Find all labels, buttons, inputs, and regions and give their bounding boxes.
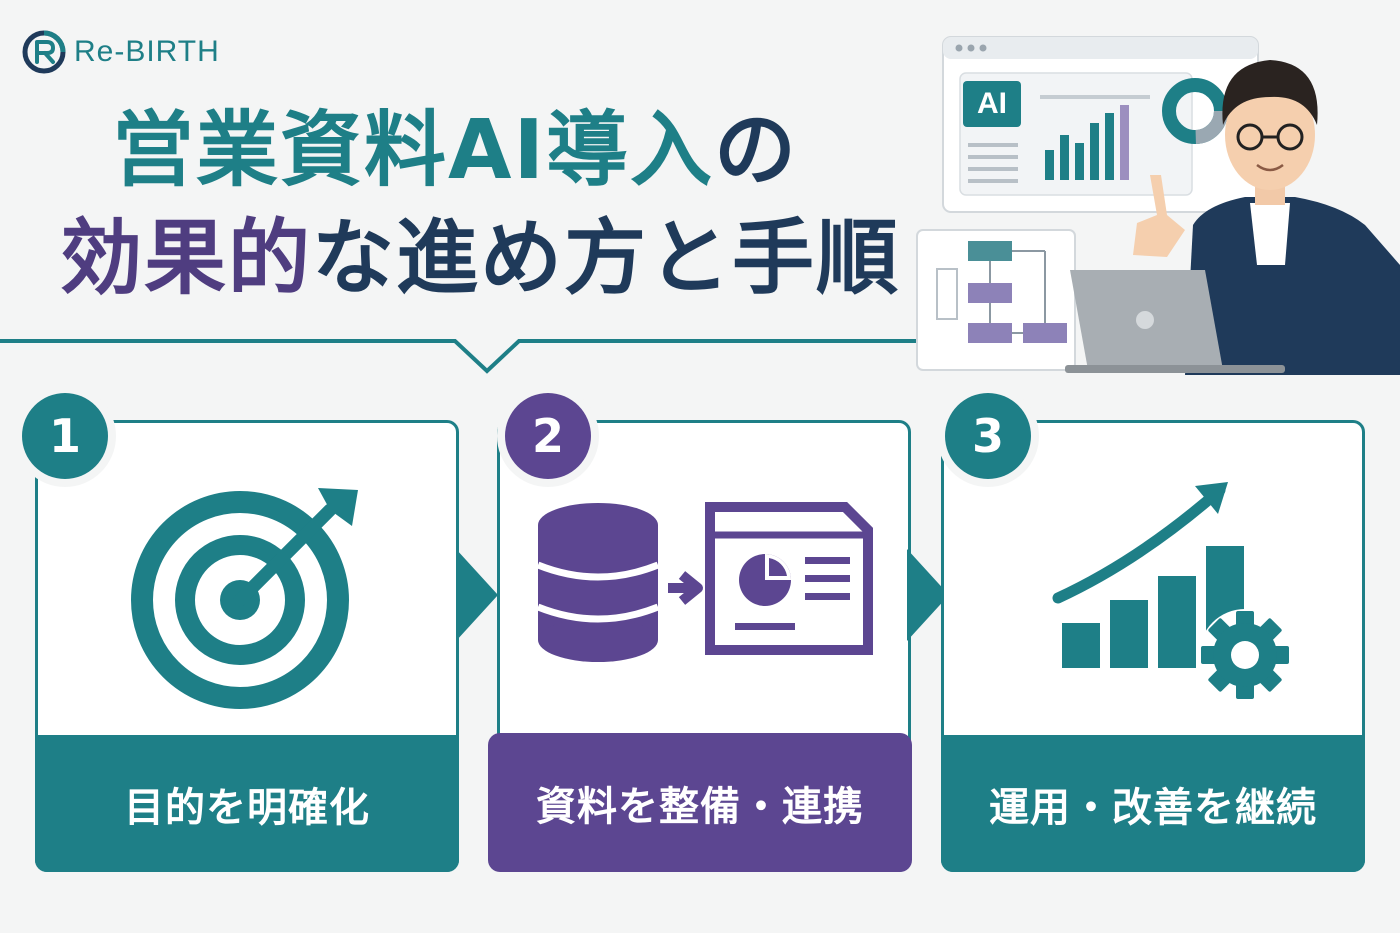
step-label-1: 目的を明確化 bbox=[35, 735, 459, 872]
section-divider bbox=[0, 339, 930, 374]
consultant-illustration bbox=[916, 36, 1400, 375]
step-badge-2: 2 bbox=[505, 393, 591, 479]
page-title-line1: 営業資料AI導入の bbox=[60, 110, 850, 192]
brand-logo: Re-BIRTH bbox=[22, 30, 220, 74]
step-badge-1: 1 bbox=[22, 393, 108, 479]
consultant-person-icon bbox=[1065, 60, 1400, 375]
title-part: の bbox=[713, 103, 798, 198]
growth-chart-gear-icon bbox=[1052, 482, 1291, 701]
step-arrow-icon bbox=[907, 549, 949, 641]
rebirth-logo-icon bbox=[22, 30, 66, 74]
step-label-2: 資料を整備・連携 bbox=[488, 733, 912, 872]
ai-screen-badge: AI bbox=[977, 87, 1007, 120]
brand-name: Re-BIRTH bbox=[74, 35, 220, 68]
title-part: な進め方と手順 bbox=[312, 211, 901, 306]
title-part: 効果的 bbox=[60, 211, 313, 306]
step-badge-3: 3 bbox=[945, 393, 1031, 479]
step-arrow-icon bbox=[456, 549, 498, 641]
page-title-line2: 効果的な進め方と手順 bbox=[60, 218, 898, 300]
flowchart-icon bbox=[916, 229, 1076, 371]
target-arrow-icon bbox=[131, 488, 358, 709]
dashboard-window-icon bbox=[942, 36, 1259, 213]
step-label-3: 運用・改善を継続 bbox=[941, 735, 1365, 872]
database-to-document-icon bbox=[536, 502, 873, 662]
title-part: 営業資料AI導入 bbox=[112, 103, 714, 198]
